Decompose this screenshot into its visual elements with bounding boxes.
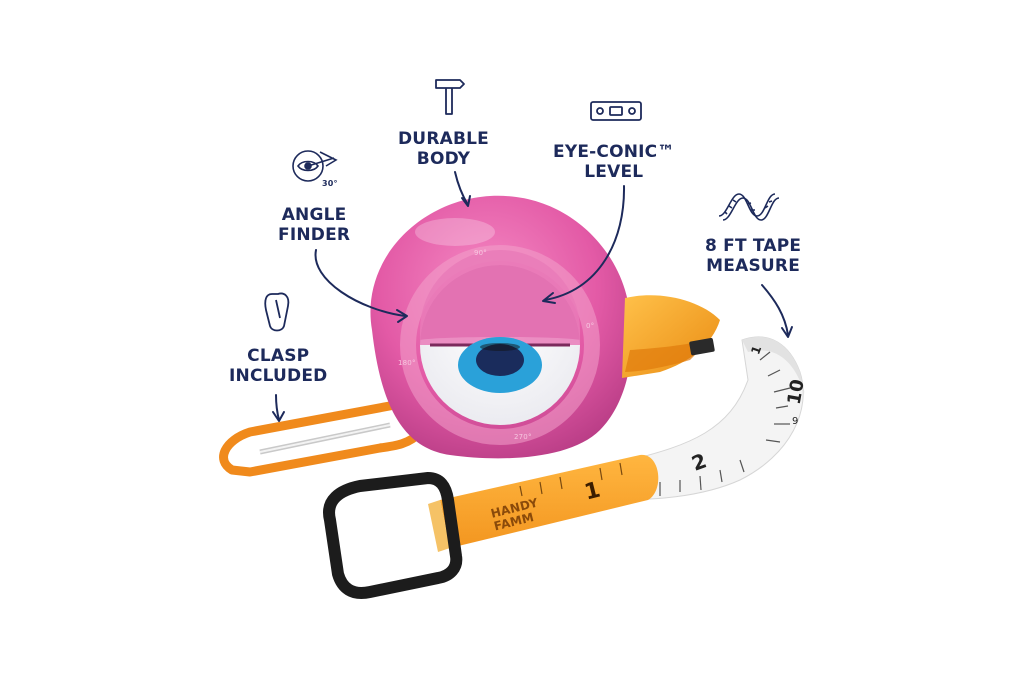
tape-white-section	[614, 336, 805, 501]
arrow-durable-body	[454, 171, 469, 206]
tape-measure-line-1: 8 FT TAPE	[705, 236, 802, 256]
arrow-clasp	[275, 394, 280, 421]
angle-dial	[400, 245, 600, 445]
callout-angle-finder: ANGLE FINDER	[278, 205, 350, 245]
dial-label-180: 180°	[398, 359, 416, 367]
arrow-angle-finder	[314, 249, 406, 317]
dial-label-270: 270°	[514, 433, 532, 441]
d-ring-pull-tab	[323, 472, 463, 599]
clasp-line-2: INCLUDED	[229, 366, 328, 386]
callout-durable-body: DURABLE BODY	[398, 129, 489, 169]
eye-conic-level-line-1: EYE-CONIC™	[553, 142, 675, 162]
eye-pupil	[476, 344, 524, 376]
angle-finder-line-1: ANGLE	[281, 205, 347, 225]
dial-label-90: 90°	[474, 249, 488, 257]
carabiner-icon	[264, 292, 290, 332]
callout-eye-conic-level: EYE-CONIC™ LEVEL	[553, 142, 675, 182]
protractor-eye-icon	[292, 150, 338, 182]
bubble-level-icon	[590, 101, 642, 121]
beak	[622, 295, 720, 378]
tape-measure-line-2: MEASURE	[706, 256, 801, 276]
angle-finder-line-2: FINDER	[278, 225, 351, 245]
arrow-eye-conic-level	[544, 185, 626, 301]
callout-clasp: CLASP INCLUDED	[229, 346, 328, 386]
clasp-line-1: CLASP	[247, 346, 310, 366]
tape-orange-section	[428, 454, 659, 552]
tape-number-9: 9	[792, 416, 799, 427]
tape-ribbon-icon	[718, 193, 780, 221]
arrow-tape-measure	[761, 284, 789, 336]
dial-label-0: 0°	[586, 322, 595, 330]
eye-conic-level-line-2: LEVEL	[584, 162, 644, 182]
callout-tape-measure: 8 FT TAPE MEASURE	[705, 236, 801, 276]
angle-icon-degree: 30°	[322, 179, 338, 188]
durable-body-line-2: BODY	[416, 149, 471, 169]
hammer-icon	[435, 79, 465, 115]
durable-body-line-1: DURABLE	[398, 129, 489, 149]
